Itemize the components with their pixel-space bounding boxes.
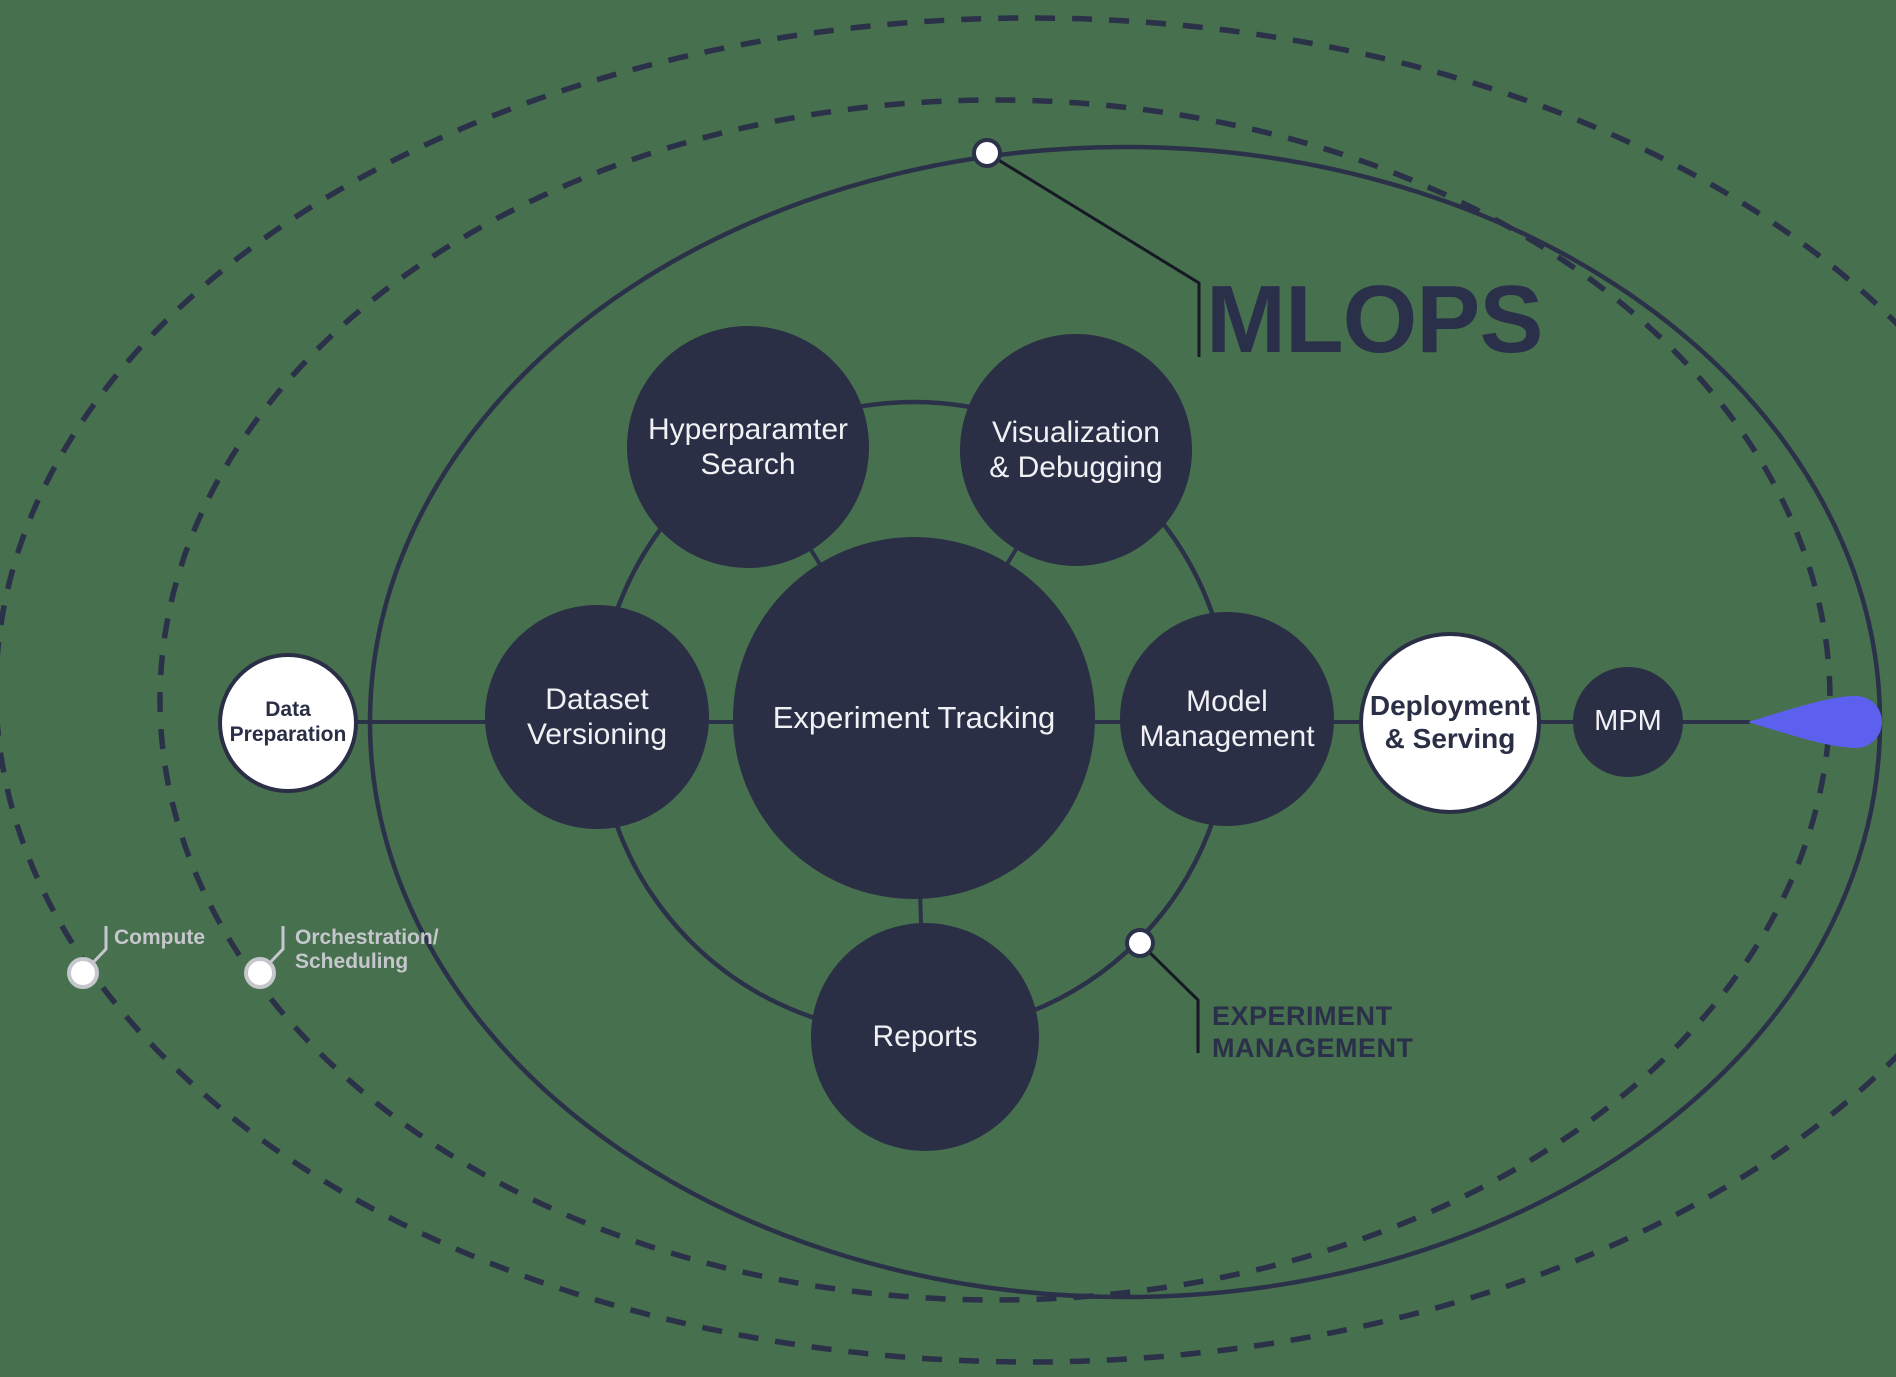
node-dataset-versioning: Dataset Versioning bbox=[485, 605, 709, 829]
experiment-management-title-line: EXPERIMENT bbox=[1212, 1001, 1393, 1031]
node-visualization-debugging: Visualization & Debugging bbox=[960, 334, 1192, 566]
mlops-leader-line bbox=[986, 151, 1201, 357]
node-label-line: Reports bbox=[872, 1020, 978, 1054]
orchestration-orbit-dot-icon bbox=[244, 957, 276, 989]
node-reports: Reports bbox=[811, 923, 1039, 1151]
node-label-line: Management bbox=[1139, 720, 1315, 753]
node-label-line: Search bbox=[700, 448, 796, 481]
orchestration-label: Orchestration/ Scheduling bbox=[295, 926, 439, 974]
node-model-management: Model Management bbox=[1120, 612, 1334, 826]
experiment-management-orbit-dot-icon bbox=[1125, 928, 1155, 958]
orchestration-label-line: Orchestration/ bbox=[295, 926, 439, 949]
mlops-title: MLOPS bbox=[1206, 266, 1543, 373]
node-label-line: MPM bbox=[1594, 705, 1662, 738]
node-mpm: MPM bbox=[1573, 667, 1683, 777]
node-experiment-tracking: Experiment Tracking bbox=[733, 537, 1095, 899]
node-label-line: Preparation bbox=[229, 723, 347, 746]
node-label-line: Visualization bbox=[992, 415, 1160, 449]
node-label-line: & Debugging bbox=[989, 451, 1163, 484]
node-label-line: Model bbox=[1186, 684, 1268, 718]
node-label-line: Versioning bbox=[526, 718, 668, 751]
compute-label: Compute bbox=[114, 926, 205, 949]
orchestration-label-line: Scheduling bbox=[295, 950, 409, 974]
node-label-line: Experiment Tracking bbox=[772, 699, 1056, 735]
experiment-management-title-line: MANAGEMENT bbox=[1212, 1032, 1414, 1063]
compute-orbit-dot-icon bbox=[67, 957, 99, 989]
node-label-line: Hyperparamter bbox=[647, 412, 849, 446]
experiment-management-leader-line bbox=[1138, 941, 1200, 1053]
node-label-line: & Serving bbox=[1384, 723, 1516, 754]
node-data-preparation: Data Preparation bbox=[218, 653, 358, 793]
node-label-line: Dataset bbox=[545, 682, 649, 716]
mlops-orbit-dot-icon bbox=[972, 138, 1002, 168]
experiment-management-title: EXPERIMENT MANAGEMENT bbox=[1212, 1001, 1414, 1065]
node-label-line: Deployment bbox=[1369, 690, 1531, 722]
node-hyperparameter-search: Hyperparamter Search bbox=[627, 326, 869, 568]
node-deployment-serving: Deployment & Serving bbox=[1359, 632, 1541, 814]
comet-icon bbox=[1748, 696, 1882, 748]
node-label-line: Data bbox=[265, 698, 311, 722]
